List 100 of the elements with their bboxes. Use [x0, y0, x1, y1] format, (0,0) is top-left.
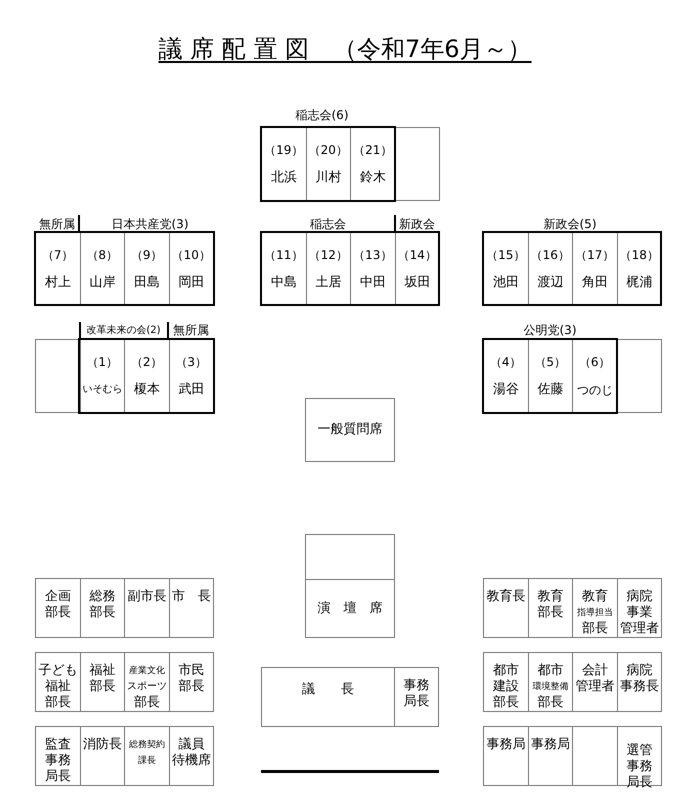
seat-box [124, 578, 170, 638]
seat-box [616, 726, 662, 786]
member-name: 佐藤 [537, 382, 564, 398]
seat-label: 総務契約課長 [128, 738, 165, 768]
seat-number: （16） [530, 247, 570, 263]
member-name: 梶浦 [626, 275, 652, 291]
empty-seat-box [616, 339, 662, 413]
seat-label: 子ども福祉部長 [38, 663, 78, 711]
seat-number: （12） [308, 247, 348, 263]
group-label: 新政会(5) [542, 216, 598, 232]
member-name: 坂田 [404, 275, 430, 291]
seat-box [35, 578, 80, 638]
seat-label: 監査事務局長 [44, 737, 71, 785]
seat-label: 病院事業管理者 [620, 589, 659, 637]
seat-label: 一般質問席 [318, 422, 382, 438]
seat-label: 会計管理者 [575, 663, 614, 695]
seat-label: 福祉部長 [89, 663, 116, 695]
seat-label: 都市環境整備部長 [532, 663, 568, 711]
seat-label: 事務局長 [404, 678, 430, 710]
member-name: いそむら [82, 383, 122, 397]
seat-label: 消防長 [82, 737, 122, 753]
seat-number: （9） [130, 247, 163, 263]
member-name: 田島 [134, 275, 160, 291]
seat-number: （21） [353, 142, 392, 158]
seat-box [168, 726, 214, 786]
member-name: 北浜 [270, 170, 297, 186]
member-name: 武田 [178, 382, 204, 398]
group-label: 無所属 [172, 322, 210, 338]
seat-label: 総務部長 [89, 589, 116, 621]
seat-label: 選管事務局長 [626, 743, 652, 791]
group-label: 日本共産党(3) [110, 216, 190, 232]
seat-box [305, 398, 395, 462]
seat-label: 都市建設部長 [492, 663, 519, 711]
seat-label: 教育指導担当部長 [576, 589, 613, 637]
group-label: 稲志会(6) [294, 107, 350, 123]
seat-number: （18） [620, 247, 659, 263]
title: 議 席 配 置 図 （令和7年6月～） [157, 34, 533, 64]
member-name: 角田 [582, 275, 608, 291]
seat-number: （5） [534, 354, 566, 370]
seat-box [572, 652, 618, 712]
seat-number: （2） [130, 354, 163, 370]
seat-label: 教育長 [486, 589, 526, 605]
group-label: 改革未来の会(2) [85, 324, 162, 338]
seat-label: 事務局 [530, 737, 570, 753]
seat-box [80, 726, 125, 786]
member-name: つのじ [576, 382, 613, 398]
seat-box [124, 652, 170, 712]
group-label: 公明党(3) [522, 322, 578, 338]
seat-box [261, 667, 395, 727]
seat-label: 議 長 [302, 682, 354, 698]
seat-number: （7） [42, 247, 74, 263]
member-name: 鈴木 [360, 170, 386, 186]
seat-label: 事務局 [486, 737, 526, 753]
seat-box [483, 726, 528, 786]
member-name: 中田 [360, 275, 386, 291]
seat-box [528, 578, 573, 638]
seat-number: （6） [578, 354, 611, 370]
empty-seat-box [572, 726, 618, 786]
seat-box [483, 578, 528, 638]
seat-box [394, 667, 439, 727]
member-name: 湯谷 [492, 382, 519, 398]
seat-label: 病院事務長 [620, 663, 659, 695]
seat-number: （15） [486, 247, 526, 263]
seat-label: 教育部長 [537, 589, 564, 621]
seat-label: 企画部長 [44, 589, 71, 621]
seat-box [35, 652, 80, 712]
seat-box [35, 726, 80, 786]
seat-label: 副市長 [127, 589, 166, 605]
seat-box [528, 652, 573, 712]
member-name: 中島 [270, 275, 297, 291]
member-name: 川村 [315, 170, 342, 186]
seat-box [483, 652, 528, 712]
member-name: 山岸 [89, 275, 116, 291]
member-name: 岡田 [178, 275, 204, 291]
seat-box [305, 579, 395, 638]
seat-box [80, 652, 125, 712]
seat-box [124, 726, 170, 786]
member-name: 村上 [44, 275, 71, 291]
seat-number: （13） [353, 247, 392, 263]
seat-number: （17） [575, 247, 614, 263]
seat-number: （19） [264, 142, 304, 158]
seat-box [616, 652, 662, 712]
seat-number: （8） [86, 247, 118, 263]
seat-number: （14） [398, 247, 437, 263]
seat-label: 市 長 [172, 589, 211, 605]
group-label: 稲志会 [309, 216, 347, 232]
seat-number: （1） [86, 354, 118, 370]
member-name: 土居 [315, 275, 342, 291]
member-name: 榎本 [134, 382, 160, 398]
seat-box [80, 578, 125, 638]
seat-number: （11） [264, 247, 304, 263]
seat-box [528, 726, 573, 786]
seat-number: （10） [172, 247, 211, 263]
seat-number: （3） [175, 354, 208, 370]
seat-box [168, 578, 214, 638]
seat-label: 市民部長 [178, 663, 204, 695]
seat-label: 産業文化スポーツ部長 [126, 664, 167, 711]
group-label: 無所属 [38, 216, 76, 232]
member-name: 渡辺 [537, 275, 564, 291]
seat-box [168, 652, 214, 712]
